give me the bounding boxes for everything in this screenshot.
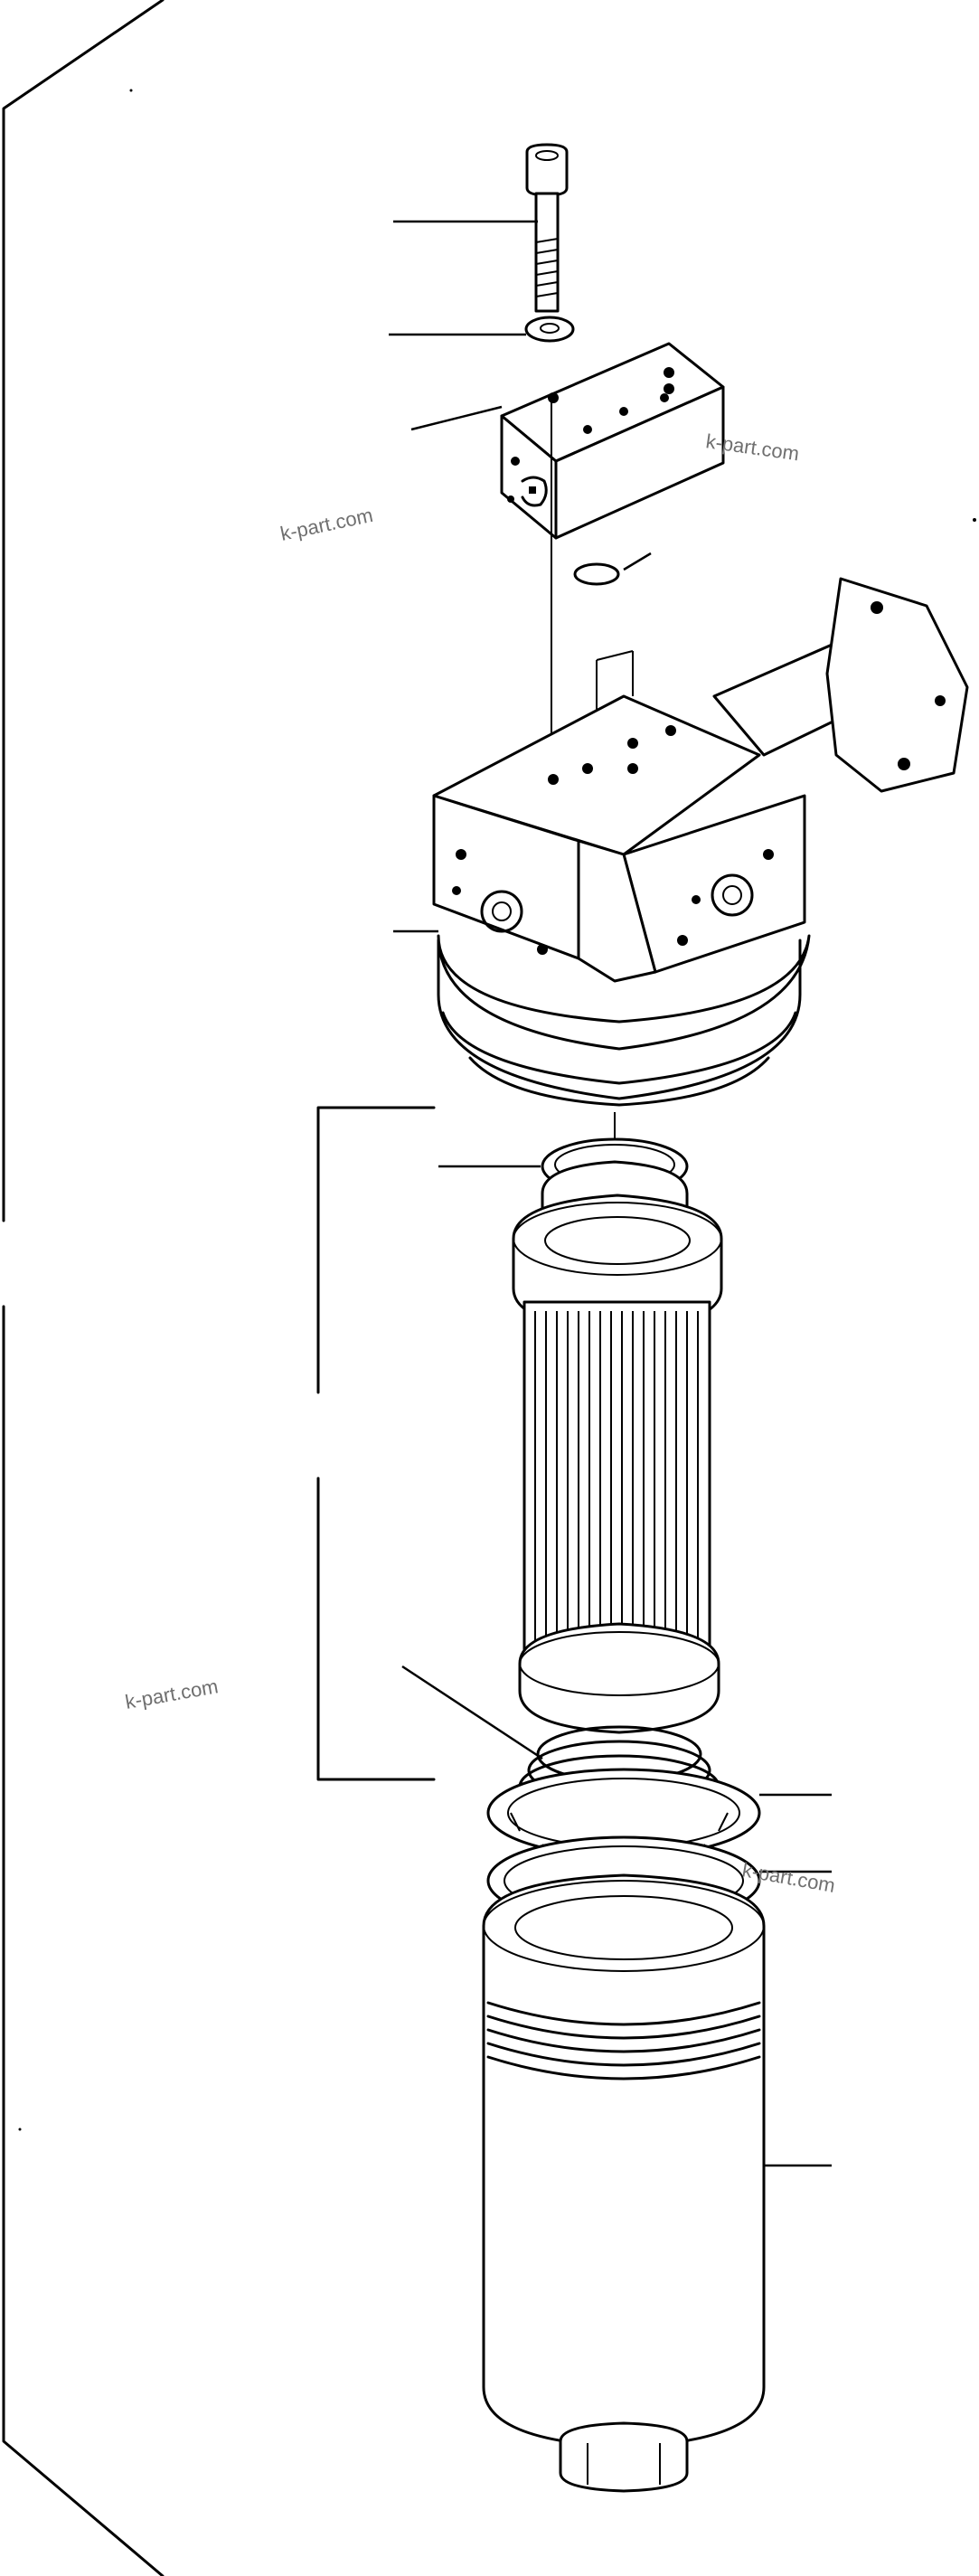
speck xyxy=(129,89,133,92)
page-frame xyxy=(2,0,165,2576)
valve-block xyxy=(500,342,725,540)
filter-head xyxy=(432,577,969,1107)
backup-ring xyxy=(486,1768,761,1858)
o-ring-small xyxy=(573,562,620,586)
speck xyxy=(973,518,976,522)
cap-screw xyxy=(525,143,569,313)
group-bracket xyxy=(316,1106,436,1781)
leader-lines xyxy=(389,220,832,2167)
watermark-3: k-part.com xyxy=(124,1675,221,1713)
speck xyxy=(18,2128,22,2131)
pleat-lines xyxy=(534,1311,699,1655)
watermark-2: k-part.com xyxy=(278,504,375,545)
filter-element xyxy=(512,1160,723,1734)
filter-bowl xyxy=(482,1873,766,2493)
washer xyxy=(524,316,575,343)
